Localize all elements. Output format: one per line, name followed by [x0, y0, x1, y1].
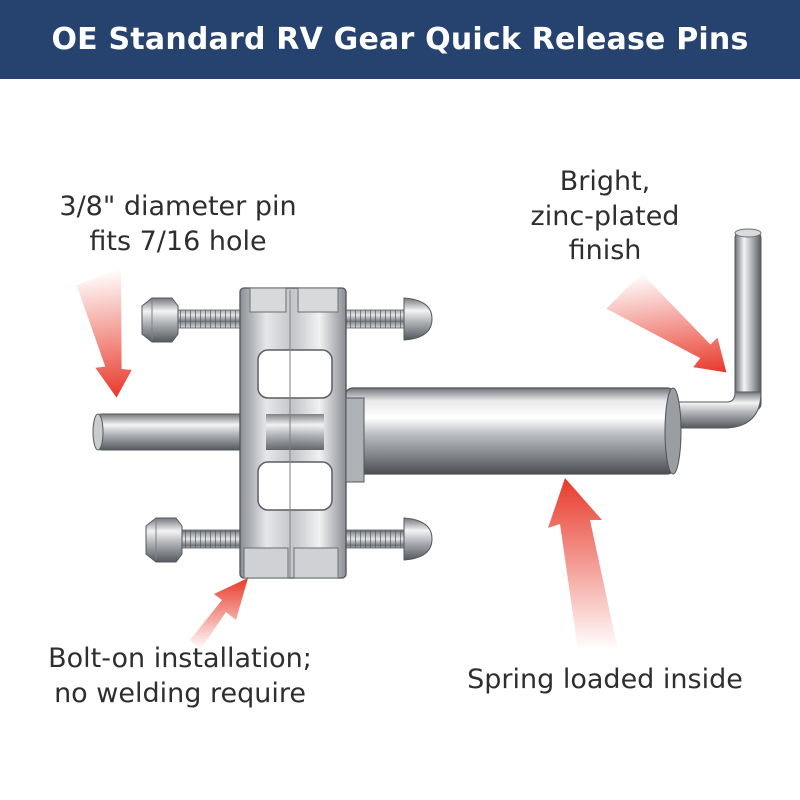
- callout-arrow-icon: [76, 268, 132, 398]
- mounting-bracket: [239, 287, 365, 579]
- finish-line-1: Bright,: [559, 166, 651, 197]
- spring-line-1: Spring loaded inside: [467, 664, 743, 695]
- hex-nut-icon: [141, 297, 179, 343]
- page-title: OE Standard RV Gear Quick Release Pins: [51, 22, 749, 57]
- finish-line-2: zinc-plated: [530, 200, 680, 232]
- title-banner: OE Standard RV Gear Quick Release Pins: [0, 0, 800, 79]
- bolt-head-icon: [403, 297, 433, 341]
- finish-line-3: finish: [568, 235, 642, 267]
- pin-size-line-1: 3/8" diameter pin: [59, 191, 297, 222]
- finish-callout: Bright, zinc-plated finish: [500, 165, 710, 269]
- callout-arrow-icon: [548, 478, 618, 650]
- hex-nut-icon: [145, 517, 183, 563]
- install-callout: Bolt-on installation; no welding require: [20, 642, 340, 711]
- install-line-2: no welding require: [54, 677, 306, 709]
- install-line-1: Bolt-on installation;: [48, 643, 312, 674]
- spring-housing-tube: [344, 387, 682, 475]
- pin-size-callout: 3/8" diameter pin fits 7/16 hole: [28, 190, 328, 259]
- bolt-head-icon: [403, 517, 433, 561]
- callout-arrow-icon: [606, 273, 727, 373]
- pull-handle: [659, 228, 762, 429]
- callout-arrow-icon: [190, 578, 248, 650]
- pin-size-line-2: fits 7/16 hole: [89, 225, 267, 257]
- spring-callout: Spring loaded inside: [440, 663, 770, 698]
